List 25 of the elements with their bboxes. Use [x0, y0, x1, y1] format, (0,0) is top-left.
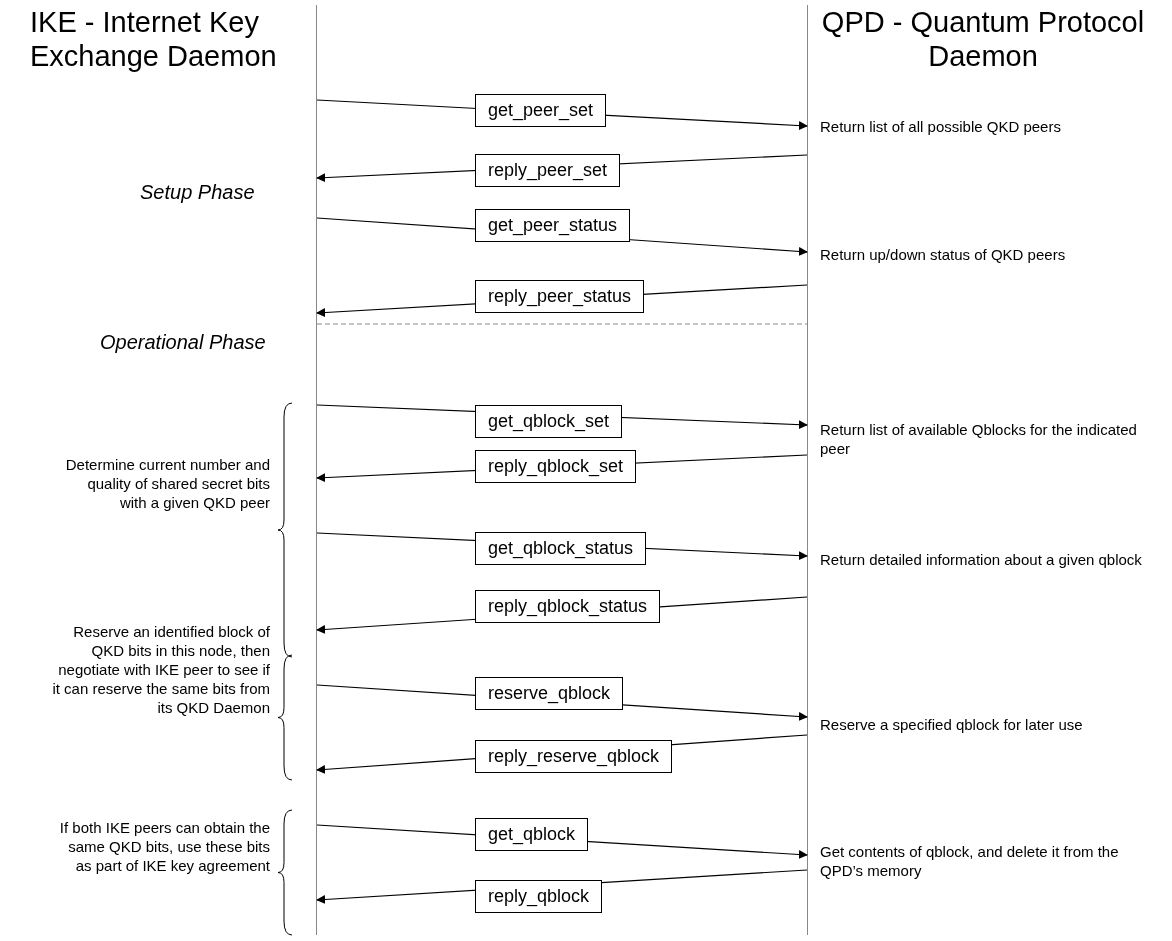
- note-text: Determine current number and quality of shared secret bits with a given QKD peer: [64, 455, 270, 512]
- message-label: reply_peer_set: [475, 154, 621, 187]
- note-text: If both IKE peers can obtain the same QKD bits, use these bits as part of IKE key agreement: [58, 818, 270, 875]
- message-label: reply_qblock_status: [475, 590, 661, 623]
- note-text: Return list of available Qblocks for the indicated peer: [820, 420, 1138, 458]
- participant-title: IKE - Internet Key Exchange Daemon: [30, 5, 278, 73]
- note-text: Return list of all possible QKD peers: [820, 117, 1062, 136]
- message-label: reply_reserve_qblock: [475, 740, 673, 773]
- message-label: get_peer_set: [475, 94, 607, 127]
- message-label: reserve_qblock: [475, 677, 624, 710]
- phase-label: Setup Phase: [140, 180, 256, 204]
- note-text: Get contents of qblock, and delete it from the QPD’s memory: [820, 842, 1120, 880]
- note-text: Reserve an identified block of QKD bits in this node, then negotiate with IKE peer to see if it can reserve the same bits from its QKD Daemon: [51, 622, 270, 717]
- participant-title: QPD - Quantum Protocol Daemon: [820, 5, 1146, 73]
- message-label: get_qblock_status: [475, 532, 647, 565]
- message-label: reply_qblock: [475, 880, 603, 913]
- message-label: reply_qblock_set: [475, 450, 637, 483]
- message-label: get_qblock_set: [475, 405, 623, 438]
- message-label: reply_peer_status: [475, 280, 645, 313]
- message-label: get_qblock: [475, 818, 589, 851]
- note-text: Return detailed information about a given qblock: [820, 550, 1143, 569]
- note-text: Reserve a specified qblock for later use: [820, 715, 1084, 734]
- phase-label: Operational Phase: [100, 330, 267, 354]
- message-label: get_peer_status: [475, 209, 631, 242]
- note-text: Return up/down status of QKD peers: [820, 245, 1067, 264]
